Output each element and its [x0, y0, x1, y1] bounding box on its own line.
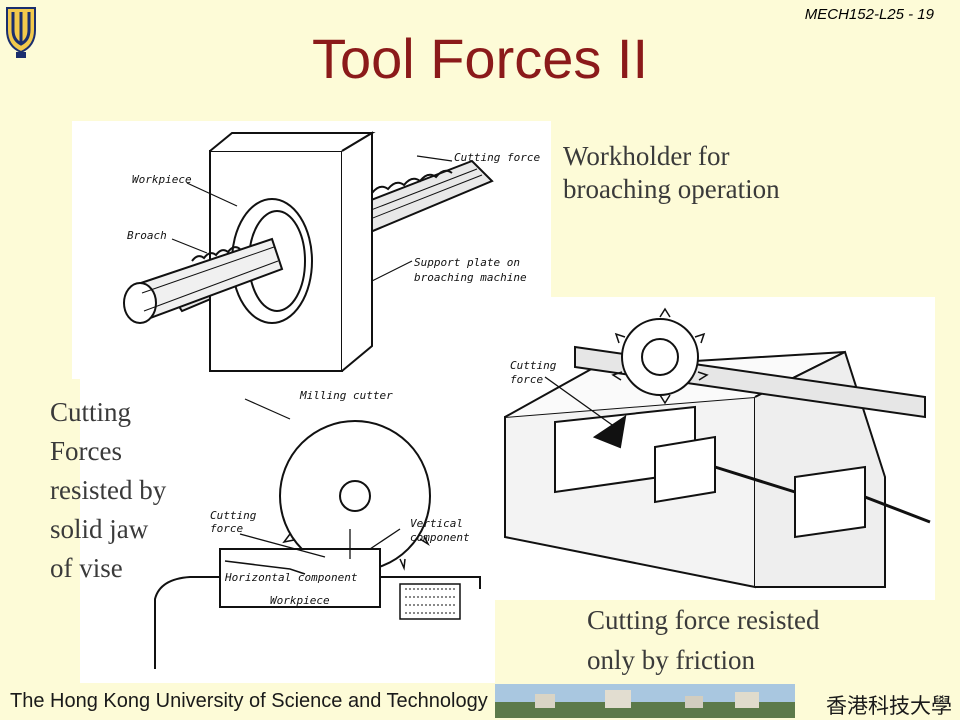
- milling-drawing: Milling cutter Cutting force Vertical co…: [154, 389, 481, 669]
- label-workpiece: Workpiece: [132, 173, 192, 186]
- caption-broaching-line-1: Workholder for: [563, 141, 730, 171]
- label-horizontal: Horizontal component: [224, 571, 358, 584]
- caption-milling-line-3: resisted by: [50, 475, 167, 505]
- label-broach: Broach: [127, 229, 167, 242]
- caption-milling-line-4: solid jaw: [50, 514, 149, 544]
- caption-friction: Cutting force resisted only by friction: [587, 600, 887, 680]
- slide-number: MECH152-L25 - 19: [804, 6, 934, 23]
- label-support-plate-2: broaching machine: [414, 271, 527, 284]
- caption-broaching: Workholder for broaching operation: [563, 140, 843, 206]
- label-vise-cutting-2: force: [510, 373, 543, 386]
- page-title: Tool Forces II: [311, 27, 649, 90]
- caption-milling: Cutting Forces resisted by solid jaw of …: [50, 393, 210, 588]
- label-cutting-force: Cutting force: [454, 151, 540, 164]
- vise-figure: Cutting force: [485, 297, 935, 600]
- label-vertical-2: component: [410, 531, 470, 544]
- broaching-figure: Workpiece Broach Cutting force Support p…: [72, 121, 551, 379]
- caption-milling-line-1: Cutting: [50, 397, 132, 427]
- campus-photo: [495, 684, 795, 718]
- vise-drawing: Cutting force: [504, 307, 931, 589]
- footer-chinese-name: 香港科技大學: [826, 694, 952, 718]
- label-workpiece-milling: Workpiece: [270, 594, 330, 607]
- broaching-drawing: Workpiece Broach Cutting force Support p…: [123, 131, 540, 372]
- milling-figure: Milling cutter Cutting force Vertical co…: [80, 379, 495, 683]
- caption-milling-line-5: of vise: [50, 553, 123, 583]
- label-vise-cutting-1: Cutting: [510, 359, 557, 372]
- label-milling-cutting-1: Cutting: [210, 509, 257, 522]
- caption-broaching-line-2: broaching operation: [563, 174, 780, 204]
- footer-university-name: The Hong Kong University of Science and …: [10, 690, 488, 712]
- label-milling-cutting-2: force: [210, 522, 243, 535]
- label-support-plate-1: Support plate on: [414, 256, 520, 269]
- university-logo-icon: [6, 7, 36, 58]
- label-milling-cutter: Milling cutter: [299, 389, 393, 402]
- caption-milling-line-2: Forces: [50, 436, 122, 466]
- label-vertical-1: Vertical: [410, 517, 463, 530]
- caption-friction-line-2: only by friction: [587, 645, 755, 675]
- caption-friction-line-1: Cutting force resisted: [587, 605, 820, 635]
